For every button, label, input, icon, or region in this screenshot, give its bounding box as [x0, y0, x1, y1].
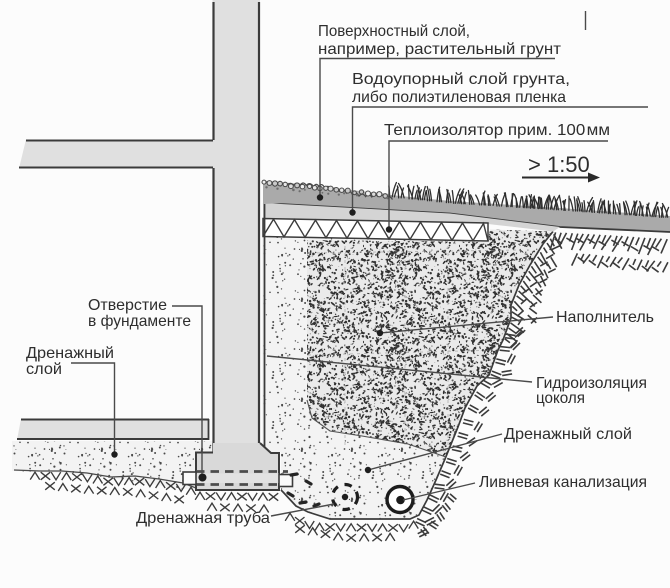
svg-text:Дренажная труба: Дренажная труба — [136, 510, 270, 527]
svg-text:Поверхностный слой,: Поверхностный слой, — [318, 23, 470, 40]
svg-text:слой: слой — [26, 361, 62, 378]
svg-text:> 1:50: > 1:50 — [528, 152, 590, 177]
svg-text:либо полиэтиленовая пленка: либо полиэтиленовая пленка — [352, 89, 566, 106]
svg-text:Отверстие: Отверстие — [88, 297, 167, 314]
svg-text:например, растительный грунт: например, растительный грунт — [318, 41, 562, 58]
svg-text:Водоупорный слой грунта,: Водоупорный слой грунта, — [352, 71, 570, 88]
svg-text:Гидроизоляция: Гидроизоляция — [536, 375, 647, 392]
svg-text:Наполнитель: Наполнитель — [556, 309, 654, 326]
svg-text:Ливневая канализация: Ливневая канализация — [479, 474, 647, 491]
svg-text:в фундаменте: в фундаменте — [88, 313, 191, 330]
svg-text:Теплоизолятор прим. 100 мм: Теплоизолятор прим. 100 мм — [384, 122, 610, 139]
svg-text:цоколя: цоколя — [536, 390, 585, 407]
svg-text:Дренажный: Дренажный — [26, 345, 114, 362]
svg-text:Дренажный слой: Дренажный слой — [504, 426, 632, 443]
